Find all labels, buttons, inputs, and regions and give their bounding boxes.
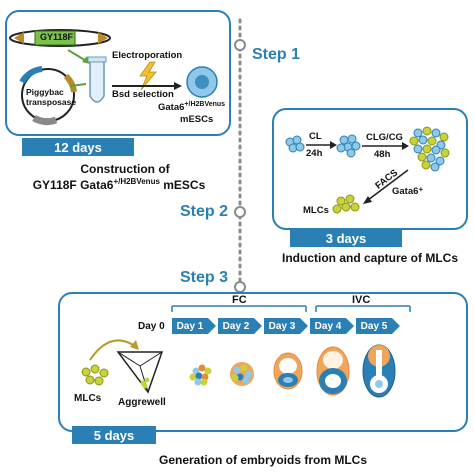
selection-label: Bsd selection [112, 89, 174, 100]
duration-badge-12-days: 12 days [22, 138, 134, 156]
tube-icon [89, 59, 105, 103]
panel3-caption: Generation of embryoids from MLCs [158, 453, 368, 467]
step3-label: Step 3 [180, 269, 229, 286]
panel1-caption-line2: GY118F Gata6+/H2BVenus mESCs [32, 177, 206, 192]
cell-line-label: Gata6+/H2BVenus [158, 101, 226, 114]
day-1-chevron: Day 1 [172, 318, 216, 334]
duration-badge-5-days: 5 days [72, 426, 156, 444]
lightning-icon [139, 61, 157, 91]
day-2-chevron: Day 2 [218, 318, 262, 334]
phase-ivc-label: IVC [352, 294, 371, 306]
embryoid-day2 [230, 362, 254, 386]
aggrewell-label: Aggrewell [118, 397, 166, 408]
timeline-node-step2 [234, 206, 246, 218]
large-mixed-cluster [409, 126, 450, 172]
step1-label: Step 1 [252, 46, 301, 63]
panel1-caption-line1: Construction of [80, 162, 170, 176]
transposase-label: Piggybac transposase [26, 87, 77, 107]
gene-box [34, 30, 76, 46]
step2-label: Step 2 [180, 203, 229, 220]
aggrewell-icon [116, 351, 164, 394]
panel2-caption: Induction and capture of MLCs [282, 251, 458, 265]
facs-target-label: Gata6⁺ [392, 186, 424, 197]
cell-line-label-2: mESCs [180, 114, 214, 125]
mlcs-label-panel3: MLCs [74, 393, 102, 404]
duration-badge-3-days: 3 days [290, 229, 402, 247]
curved-arrow [89, 339, 136, 361]
embryoid-day3 [273, 352, 303, 390]
medium-cell-cluster [336, 134, 361, 158]
mlc-cells [332, 194, 360, 214]
phase-fc-label: FC [232, 294, 247, 306]
clg-label: CLG/CG [366, 132, 403, 143]
embryoid-day1 [189, 364, 212, 386]
mlc-cells-panel3 [81, 364, 109, 386]
clg-time-label: 48h [374, 149, 391, 160]
small-cell-cluster [285, 135, 305, 153]
electroporation-label: Electroporation [112, 50, 183, 61]
day0-label: Day 0 [138, 321, 165, 332]
gene-label: GY118F [40, 32, 74, 42]
day-5-chevron: Day 5 [356, 318, 400, 334]
day-3-chevron: Day 3 [264, 318, 308, 334]
cl-time-label: 24h [306, 148, 323, 159]
embryoid-day4 [316, 346, 350, 396]
left-arrow-element [14, 32, 24, 44]
timeline-node-step1 [234, 39, 246, 51]
day-4-chevron: Day 4 [310, 318, 354, 334]
mlcs-label-panel2: MLCs [303, 205, 329, 216]
embryoid-day5 [362, 344, 396, 398]
right-arrow-element [98, 32, 108, 44]
cl-label: CL [309, 131, 322, 142]
